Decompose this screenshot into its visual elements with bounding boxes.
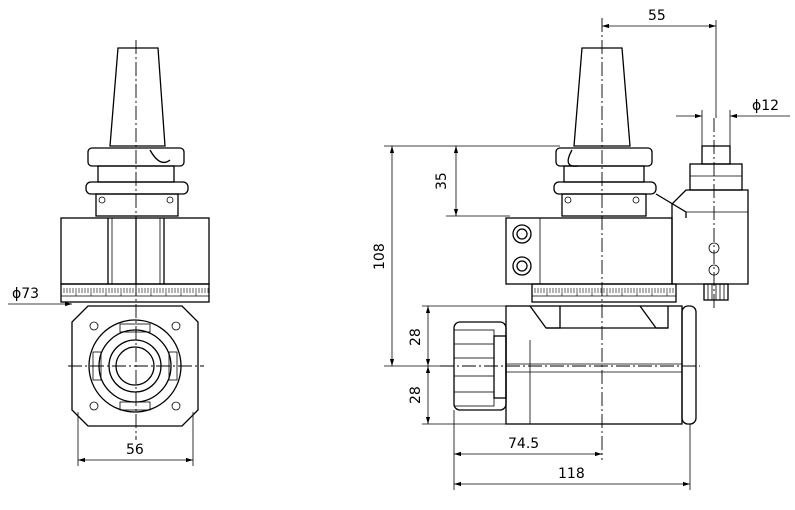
side-body-screw-top-inner xyxy=(516,228,528,240)
side-taper-shank xyxy=(573,47,631,147)
side-spindle-thread xyxy=(707,284,725,300)
side-body-screw-bottom-inner xyxy=(516,260,528,272)
side-flange-hole-left xyxy=(564,196,572,204)
dim-diameter-12: ϕ12 xyxy=(752,98,779,114)
front-bolt-hole-tr xyxy=(171,321,181,331)
front-flange-hole-right xyxy=(166,196,174,204)
front-body-block xyxy=(60,217,210,285)
front-clamp-slot-bottom xyxy=(119,401,151,411)
side-view-dimensions: 55 ϕ12 35 108 28 28 74.5 118 xyxy=(372,8,790,490)
front-clamp-slot-top xyxy=(119,323,151,333)
side-flange-base xyxy=(561,193,647,217)
side-collet-ring xyxy=(493,335,507,399)
side-main-body xyxy=(505,217,673,285)
side-flange-top xyxy=(555,147,653,167)
front-taper-shank xyxy=(109,47,166,147)
front-bolt-hole-bl xyxy=(89,401,99,411)
side-offset-head xyxy=(671,189,749,285)
side-knurl-marks xyxy=(532,288,676,297)
side-body-screw-bottom xyxy=(512,256,532,276)
side-collet-nut-flat-bottom xyxy=(453,391,495,407)
side-body-screw-top xyxy=(512,224,532,244)
front-knurled-ring xyxy=(60,283,210,303)
side-collet-nut-flat-top xyxy=(453,329,495,345)
side-view xyxy=(440,18,749,460)
side-knurled-ring xyxy=(531,283,677,303)
side-flange-lower xyxy=(553,181,657,195)
dim-diameter-73: ϕ73 xyxy=(12,286,39,302)
front-bolt-hole-br xyxy=(171,401,181,411)
front-flange-lower xyxy=(85,181,189,195)
side-flange-middle xyxy=(563,165,645,183)
front-flange-base xyxy=(95,193,179,217)
dim-height-28-bottom: 28 xyxy=(408,386,424,404)
front-flange-hole-left xyxy=(98,196,106,204)
dim-height-108: 108 xyxy=(372,243,388,270)
side-output-cap xyxy=(681,305,697,425)
dim-length-118: 118 xyxy=(558,466,585,482)
front-view xyxy=(60,40,210,440)
dim-height-28-top: 28 xyxy=(408,328,424,346)
dim-height-35: 35 xyxy=(434,172,450,190)
front-bolt-hole-tl xyxy=(89,321,99,331)
front-view-dimensions: ϕ73 56 xyxy=(8,286,194,466)
dim-width-56: 56 xyxy=(126,442,144,458)
dim-offset-55: 55 xyxy=(648,8,666,24)
side-collet-nut-flat-mid xyxy=(453,357,495,377)
side-flange-hole-right xyxy=(632,196,640,204)
front-output-housing xyxy=(71,305,199,427)
front-flange-notch xyxy=(149,149,171,164)
side-lower-housing xyxy=(505,305,683,425)
dim-length-74-5: 74.5 xyxy=(508,436,539,452)
side-spindle-nut xyxy=(689,163,743,191)
side-spindle-shaft xyxy=(701,145,731,165)
side-flange-notch xyxy=(567,149,579,167)
front-knurl-marks xyxy=(61,288,209,297)
